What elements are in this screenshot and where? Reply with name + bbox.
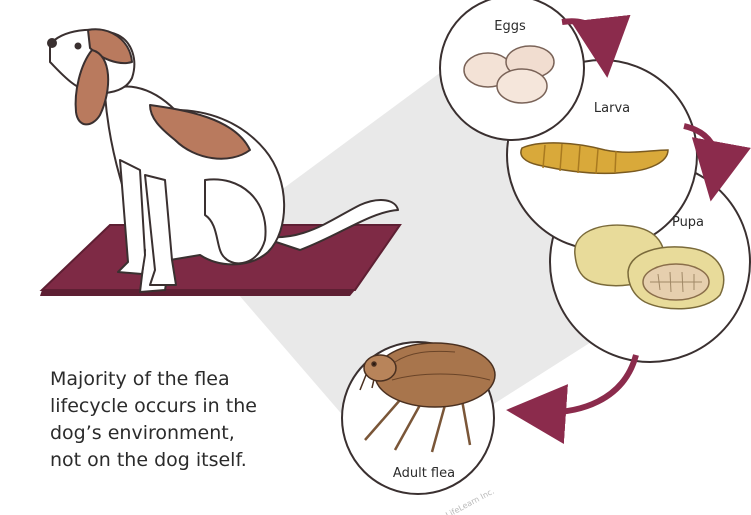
pupa-illustration [574,224,725,310]
arrow-larva-to-pupa [683,123,751,202]
pupa-label: Pupa [672,215,704,230]
floor-mat-edge [40,290,355,296]
arrow-eggs-to-larva [561,14,631,78]
eggs-illustration [463,45,555,104]
copyright-text: © LifeLearn Inc. [435,487,496,515]
dog-illustration [47,28,399,293]
adult-flea-label: Adult flea [393,466,455,481]
adult-flea-illustration [359,342,496,453]
arrow-pupa-to-adult [506,354,639,444]
larva-illustration [520,142,669,175]
eggs-label: Eggs [494,19,526,34]
lifecycle-caption: Majority of the flea lifecycle occurs in… [50,368,257,471]
larva-label: Larva [594,101,630,116]
